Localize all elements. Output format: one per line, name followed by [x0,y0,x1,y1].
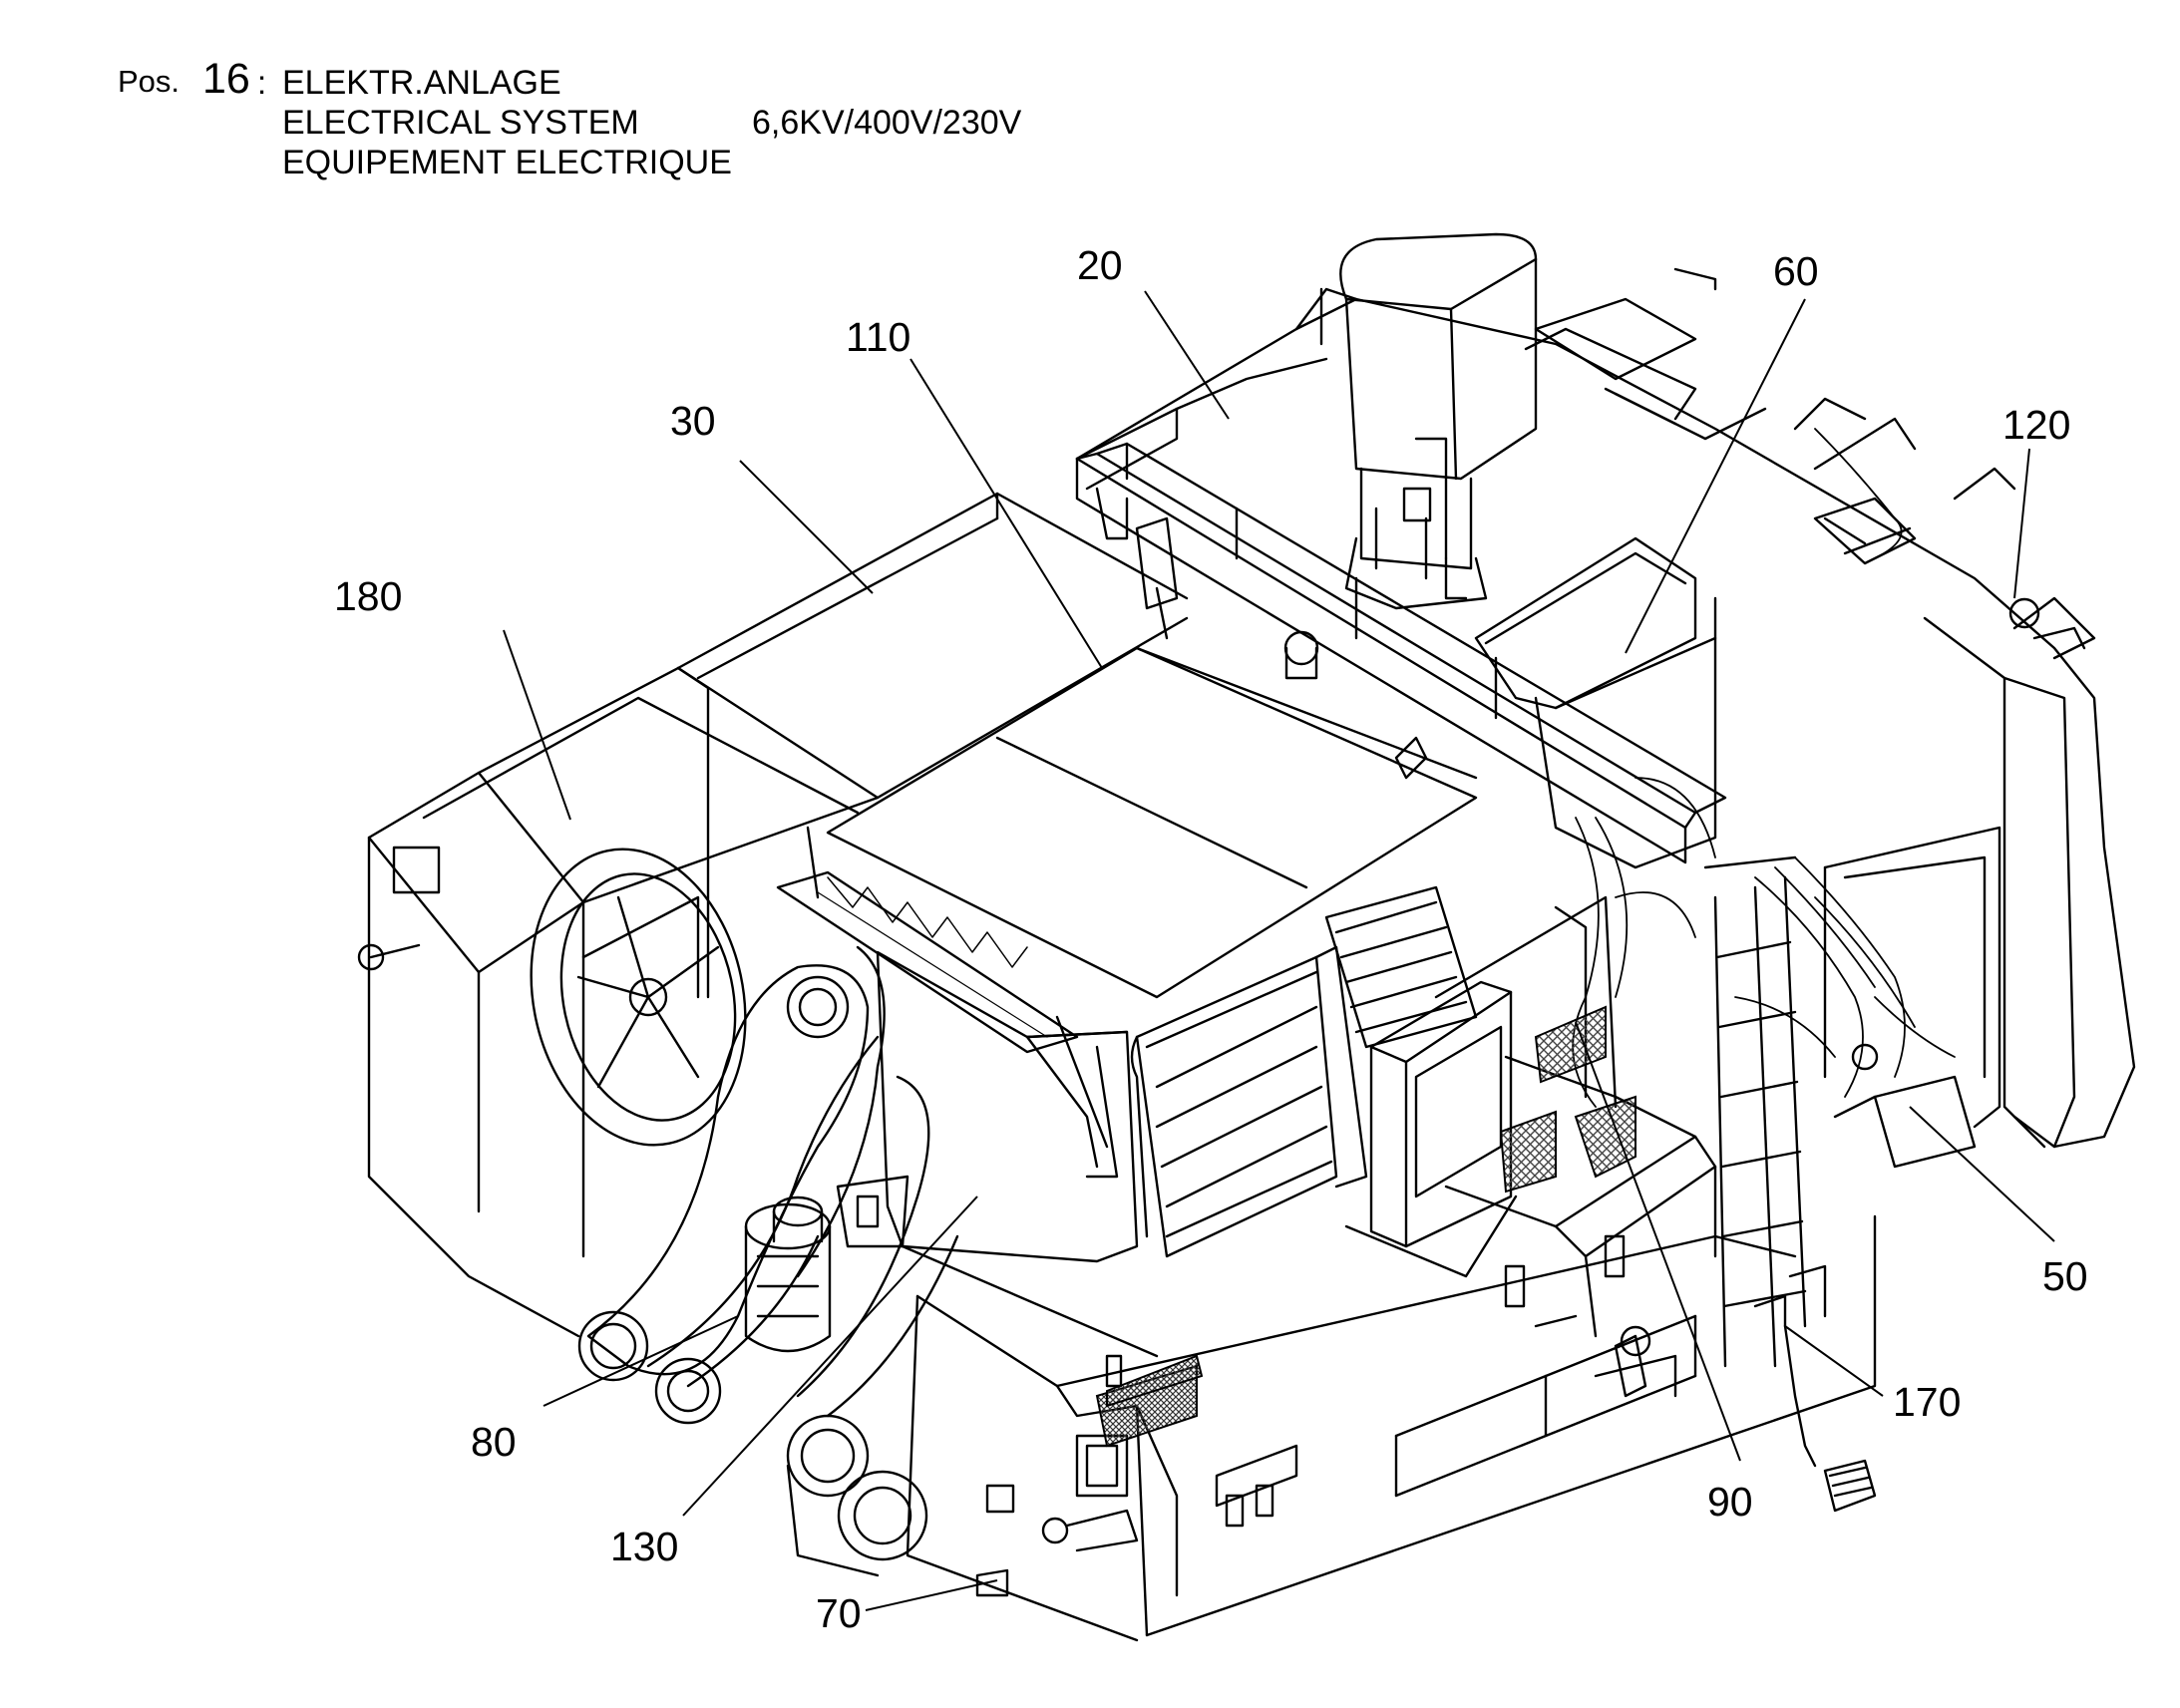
duct-hood [1474,536,1717,869]
control-box [1344,980,1518,1278]
motor-housing [1339,232,1538,610]
top-cross-beam [1075,442,1727,864]
gear-drive [744,1196,832,1353]
upper-louver-panel [1324,885,1478,1049]
leader-180 [503,629,571,821]
junction-devices [1283,596,2096,1398]
callout-130: 130 [610,1524,678,1569]
callout-90: 90 [1707,1479,1753,1525]
position-label: Pos. [118,64,181,99]
chassis-frame [1075,287,2136,1149]
leader-20 [1144,290,1230,420]
leader-120 [2013,448,2030,599]
voltage-rating: 6,6KV/400V/230V [752,104,1022,142]
callout-60: 60 [1773,248,1819,294]
leader-70 [865,1579,998,1611]
leader-80 [543,1315,739,1407]
leader-50 [1909,1106,2055,1242]
motor-plug-socket [1833,1043,1977,1169]
front-base-frame [906,1214,1877,1642]
callout-labels: 20 30 50 60 70 80 90 110 120 130 170 180 [334,242,2088,1636]
callout-80: 80 [471,1419,517,1465]
leader-60 [1625,298,1806,654]
leader-30 [739,460,874,594]
plug-connector-front [1041,1434,1139,1552]
cabinet-top [826,646,1478,999]
callout-170: 170 [1893,1379,1961,1425]
callout-20: 20 [1077,242,1123,288]
pendant-controller [1783,1324,1877,1513]
cooling-fan [530,848,747,1147]
rear-frame-beam [1075,357,1448,610]
louvered-door [1130,945,1368,1258]
position-number: 16 [202,55,250,103]
cabinet-grille [776,870,1079,1054]
leader-170 [1784,1325,1884,1397]
main-cabinet-front [836,950,1159,1358]
mesh-panels [1095,1005,1636,1448]
title-french: EQUIPEMENT ELECTRIQUE [282,144,732,181]
leader-110 [909,358,1103,669]
callout-180: 180 [334,573,402,619]
leader-130 [682,1196,978,1517]
cable-bundles [1572,428,1956,1108]
rear-top-deck [1534,267,2016,501]
access-ladder [1703,855,1827,1368]
leader-lines [503,290,2055,1611]
callout-70: 70 [816,1590,862,1636]
callout-50: 50 [2042,1253,2088,1299]
title-german: ELEKTR.ANLAGE [282,64,561,102]
platform [1434,895,1717,1338]
title-english: ELECTRICAL SYSTEM [282,104,639,142]
swing-arm-links [577,945,959,1577]
position-separator: : [257,64,267,101]
callout-110: 110 [846,314,910,360]
callout-120: 120 [2002,402,2070,448]
leader-90 [1575,1021,1741,1462]
callout-30: 30 [670,398,716,444]
